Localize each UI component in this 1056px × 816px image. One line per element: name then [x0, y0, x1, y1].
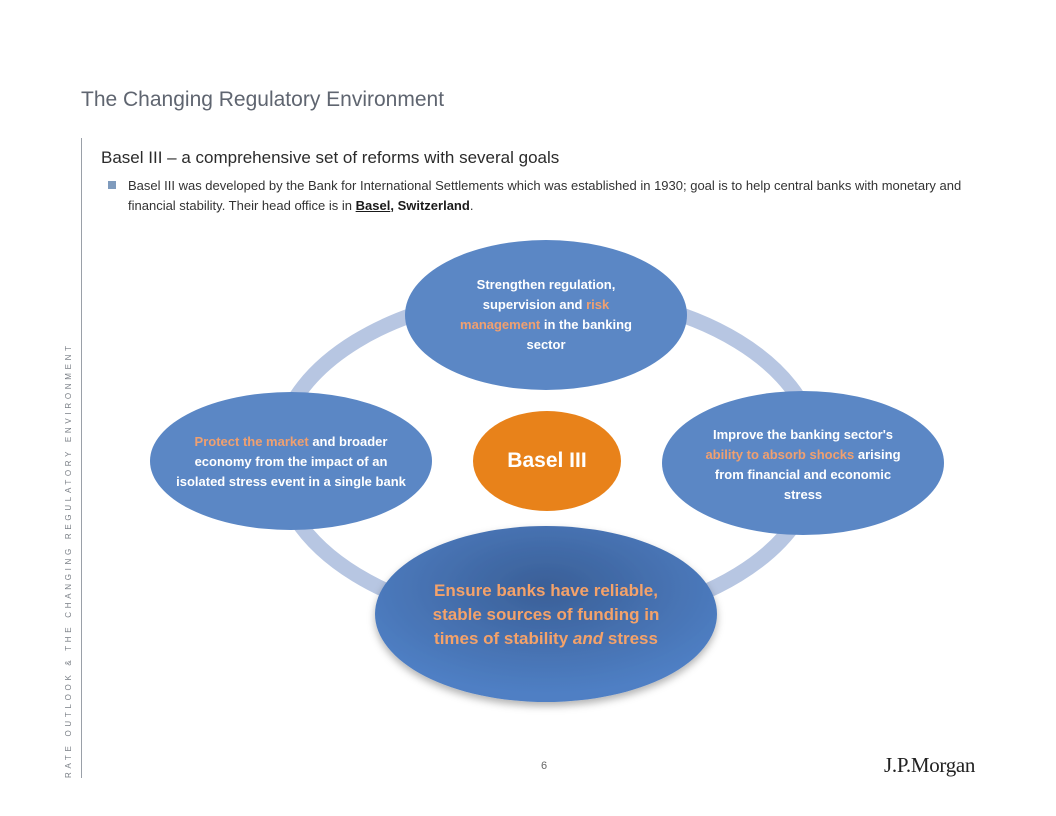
- section-subtitle: Basel III – a comprehensive set of refor…: [101, 148, 560, 167]
- goal-ellipse-right: [662, 391, 944, 535]
- bullet-text: Basel III was developed by the Bank for …: [128, 178, 962, 213]
- basel-city: Basel: [355, 198, 391, 213]
- center-circle: [473, 411, 621, 511]
- goal-ellipse-top: [405, 240, 687, 390]
- goal-text-top: Strengthen regulation, supervision and r…: [460, 277, 632, 352]
- goal-ellipse-bottom: [375, 526, 717, 702]
- side-divider: [81, 138, 82, 778]
- bullet-item: Basel III was developed by the Bank for …: [108, 176, 988, 216]
- goal-text-left: Protect the market and broader economy f…: [176, 434, 406, 489]
- country-name: Switzerland: [397, 198, 470, 213]
- goal-text-bottom: Ensure banks have reliable, stable sourc…: [432, 581, 660, 648]
- goal-ellipse-left: [150, 392, 432, 530]
- bullet-square-icon: [108, 181, 116, 189]
- page-number: 6: [541, 760, 548, 772]
- brand-logo: J.P.Morgan: [884, 753, 976, 777]
- center-label: Basel III: [507, 449, 587, 472]
- goal-text-right: Improve the banking sector's ability to …: [705, 427, 901, 502]
- page-title: The Changing Regulatory Environment: [81, 88, 445, 111]
